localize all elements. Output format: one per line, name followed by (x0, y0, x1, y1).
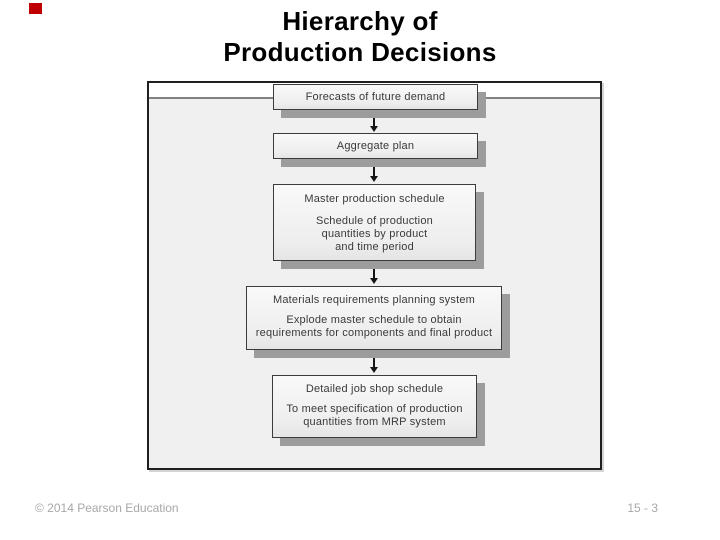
connector-aggregate-to-mps (370, 159, 378, 182)
flow-node-label: Forecasts of future demand (305, 90, 446, 103)
description-line: To meet specification of production (286, 403, 463, 415)
flow-node-forecasts: Forecasts of future demand (273, 84, 478, 110)
arrow-down-icon (370, 367, 378, 373)
description-line: Explode master schedule to obtain (286, 314, 462, 326)
slide-title-line1: Hierarchy of (282, 6, 438, 36)
arrow-down-icon (370, 278, 378, 284)
flow-node-description: Schedule of production quantities by pro… (274, 215, 475, 254)
flow-node-materials-requirements-planning: Materials requirements planning system E… (246, 286, 502, 350)
flow-node-label: Detailed job shop schedule (305, 383, 444, 395)
flow-node-label: Materials requirements planning system (272, 294, 476, 306)
flow-node-label: Aggregate plan (336, 139, 415, 152)
flow-node-label: Master production schedule (304, 193, 445, 205)
slide-title: Hierarchy of Production Decisions (0, 6, 720, 68)
slide-accent-square (29, 3, 42, 14)
flow-node-description: To meet specification of production quan… (273, 403, 476, 429)
connector-mrp-to-jobshop (370, 350, 378, 373)
arrow-down-icon (370, 176, 378, 182)
description-line: quantities by product (321, 228, 428, 240)
page-number: 15 - 3 (627, 501, 658, 515)
description-line: Schedule of production (316, 215, 433, 227)
flow-node-master-production-schedule: Master production schedule Schedule of p… (273, 184, 476, 261)
description-line: quantities from MRP system (303, 416, 446, 428)
flow-node-detailed-job-shop-schedule: Detailed job shop schedule To meet speci… (272, 375, 477, 438)
slide-title-line2: Production Decisions (223, 37, 497, 67)
connector-mps-to-mrp (370, 261, 378, 284)
flow-node-aggregate-plan: Aggregate plan (273, 133, 478, 159)
connector-forecasts-to-aggregate (370, 110, 378, 132)
description-line: and time period (335, 241, 414, 253)
copyright-text: © 2014 Pearson Education (35, 501, 179, 515)
arrow-down-icon (370, 126, 378, 132)
description-line: requirements for components and final pr… (255, 327, 493, 339)
flow-node-description: Explode master schedule to obtain requir… (247, 314, 501, 340)
